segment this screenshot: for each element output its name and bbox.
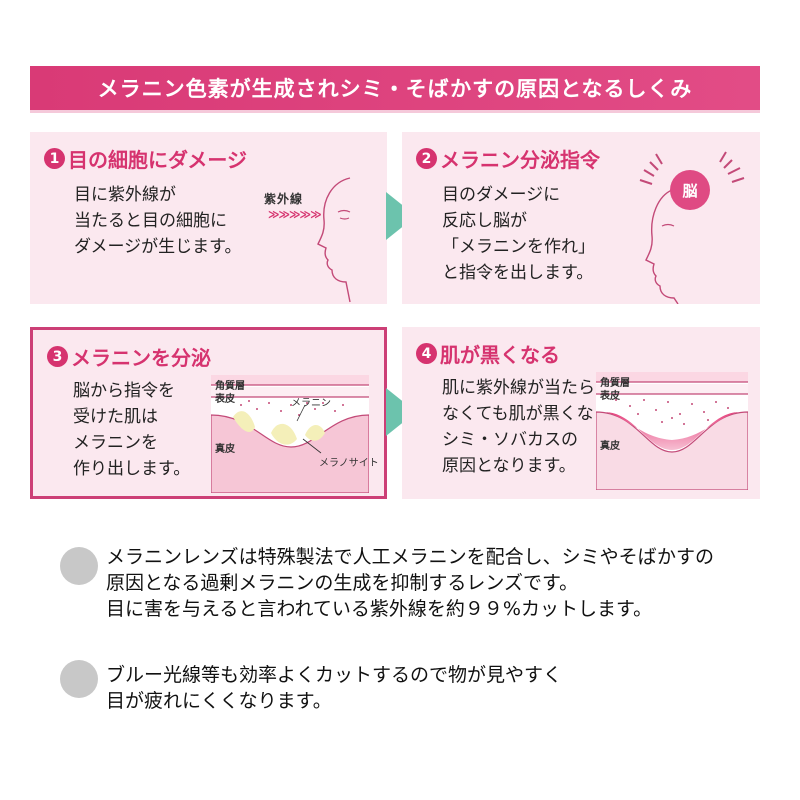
layer-label-dermis: 真皮 xyxy=(215,444,235,455)
layer-label-stratum: 角質層 xyxy=(215,381,245,392)
step-title-2: 2 メラニン分泌指令 xyxy=(416,144,600,173)
step-body-4: 肌に紫外線が当たら なくても肌が黒くなり、 シミ・ソバカスの 原因となります。 xyxy=(442,378,627,476)
layer-label-stratum: 角質層 xyxy=(600,378,630,389)
layer-label-epidermis: 表皮 xyxy=(600,391,620,402)
bullet-icon xyxy=(60,660,98,698)
step-number-badge: 3 xyxy=(47,346,68,367)
step-title-text: 肌が黒くなる xyxy=(440,343,560,367)
layer-label-epidermis: 表皮 xyxy=(215,394,235,405)
skin-cross-section-melanin xyxy=(211,375,369,493)
uv-arrows: ≫≫≫≫≫ xyxy=(268,208,322,221)
step-panel-3: 3 メラニンを分泌 脳から指令を 受けた肌は メラニンを 作り出します。 角質層… xyxy=(30,327,387,499)
brain-label: 脳 xyxy=(682,181,698,200)
bullet-text-1-line-1: メラニンレンズは特殊製法で人工メラニンを配合し、シミやそばかすの xyxy=(106,546,715,568)
step-panel-1: 1 目の細胞にダメージ 目に紫外線が 当たると目の細胞に ダメージが生じます。 … xyxy=(30,132,387,304)
diagram-header: メラニン色素が生成されシミ・そばかすの原因となるしくみ xyxy=(30,66,760,110)
step-title-1: 1 目の細胞にダメージ xyxy=(44,144,247,173)
diagram-title: メラニン色素が生成されシミ・そばかすの原因となるしくみ xyxy=(97,77,693,101)
face-brain-illustration xyxy=(639,151,745,304)
bullet-text-1-line-2: 原因となる過剰メラニンの生成を抑制するレンズです。 xyxy=(106,572,579,594)
bullet-text-1-line-3: 目に害を与えると言われている紫外線を約９９%カットします。 xyxy=(106,598,653,620)
step-number-badge: 2 xyxy=(416,148,437,169)
layer-label-dermis: 真皮 xyxy=(600,441,620,452)
step-panel-2: 2 メラニン分泌指令 目のダメージに 反応し脳が 「メラニンを作れ」 と指令を出… xyxy=(402,132,760,304)
step-body-1: 目に紫外線が 当たると目の細胞に ダメージが生じます。 xyxy=(74,185,242,257)
step-title-text: メラニンを分泌 xyxy=(71,346,211,370)
step-title-4: 4 肌が黒くなる xyxy=(416,339,560,368)
step-title-text: 目の細胞にダメージ xyxy=(68,148,247,172)
bullet-text-2-line-2: 目が疲れにくくなります。 xyxy=(106,690,332,712)
face-profile-icon xyxy=(317,177,351,303)
step-panel-4: 4 肌が黒くなる 肌に紫外線が当たら なくても肌が黒くなり、 シミ・ソバカスの … xyxy=(402,327,760,499)
annotation-melanocyte: メラノサイト xyxy=(319,458,379,469)
bullet-icon xyxy=(60,547,98,585)
skin-cross-section-darkened xyxy=(596,372,748,490)
annotation-melanin: メラニン xyxy=(291,398,331,409)
uv-label: 紫外線 xyxy=(264,192,304,206)
step-number-badge: 1 xyxy=(44,148,65,169)
step-body-3: 脳から指令を 受けた肌は メラニンを 作り出します。 xyxy=(73,381,191,479)
step-title-3: 3 メラニンを分泌 xyxy=(47,342,211,371)
bullet-text-2-line-1: ブルー光線等も効率よくカットするので物が見やすく xyxy=(106,664,563,686)
step-title-text: メラニン分泌指令 xyxy=(440,148,600,172)
brain-icon: 脳 xyxy=(670,170,710,210)
step-body-2: 目のダメージに 反応し脳が 「メラニンを作れ」 と指令を出します。 xyxy=(442,185,595,283)
step-number-badge: 4 xyxy=(416,343,437,364)
